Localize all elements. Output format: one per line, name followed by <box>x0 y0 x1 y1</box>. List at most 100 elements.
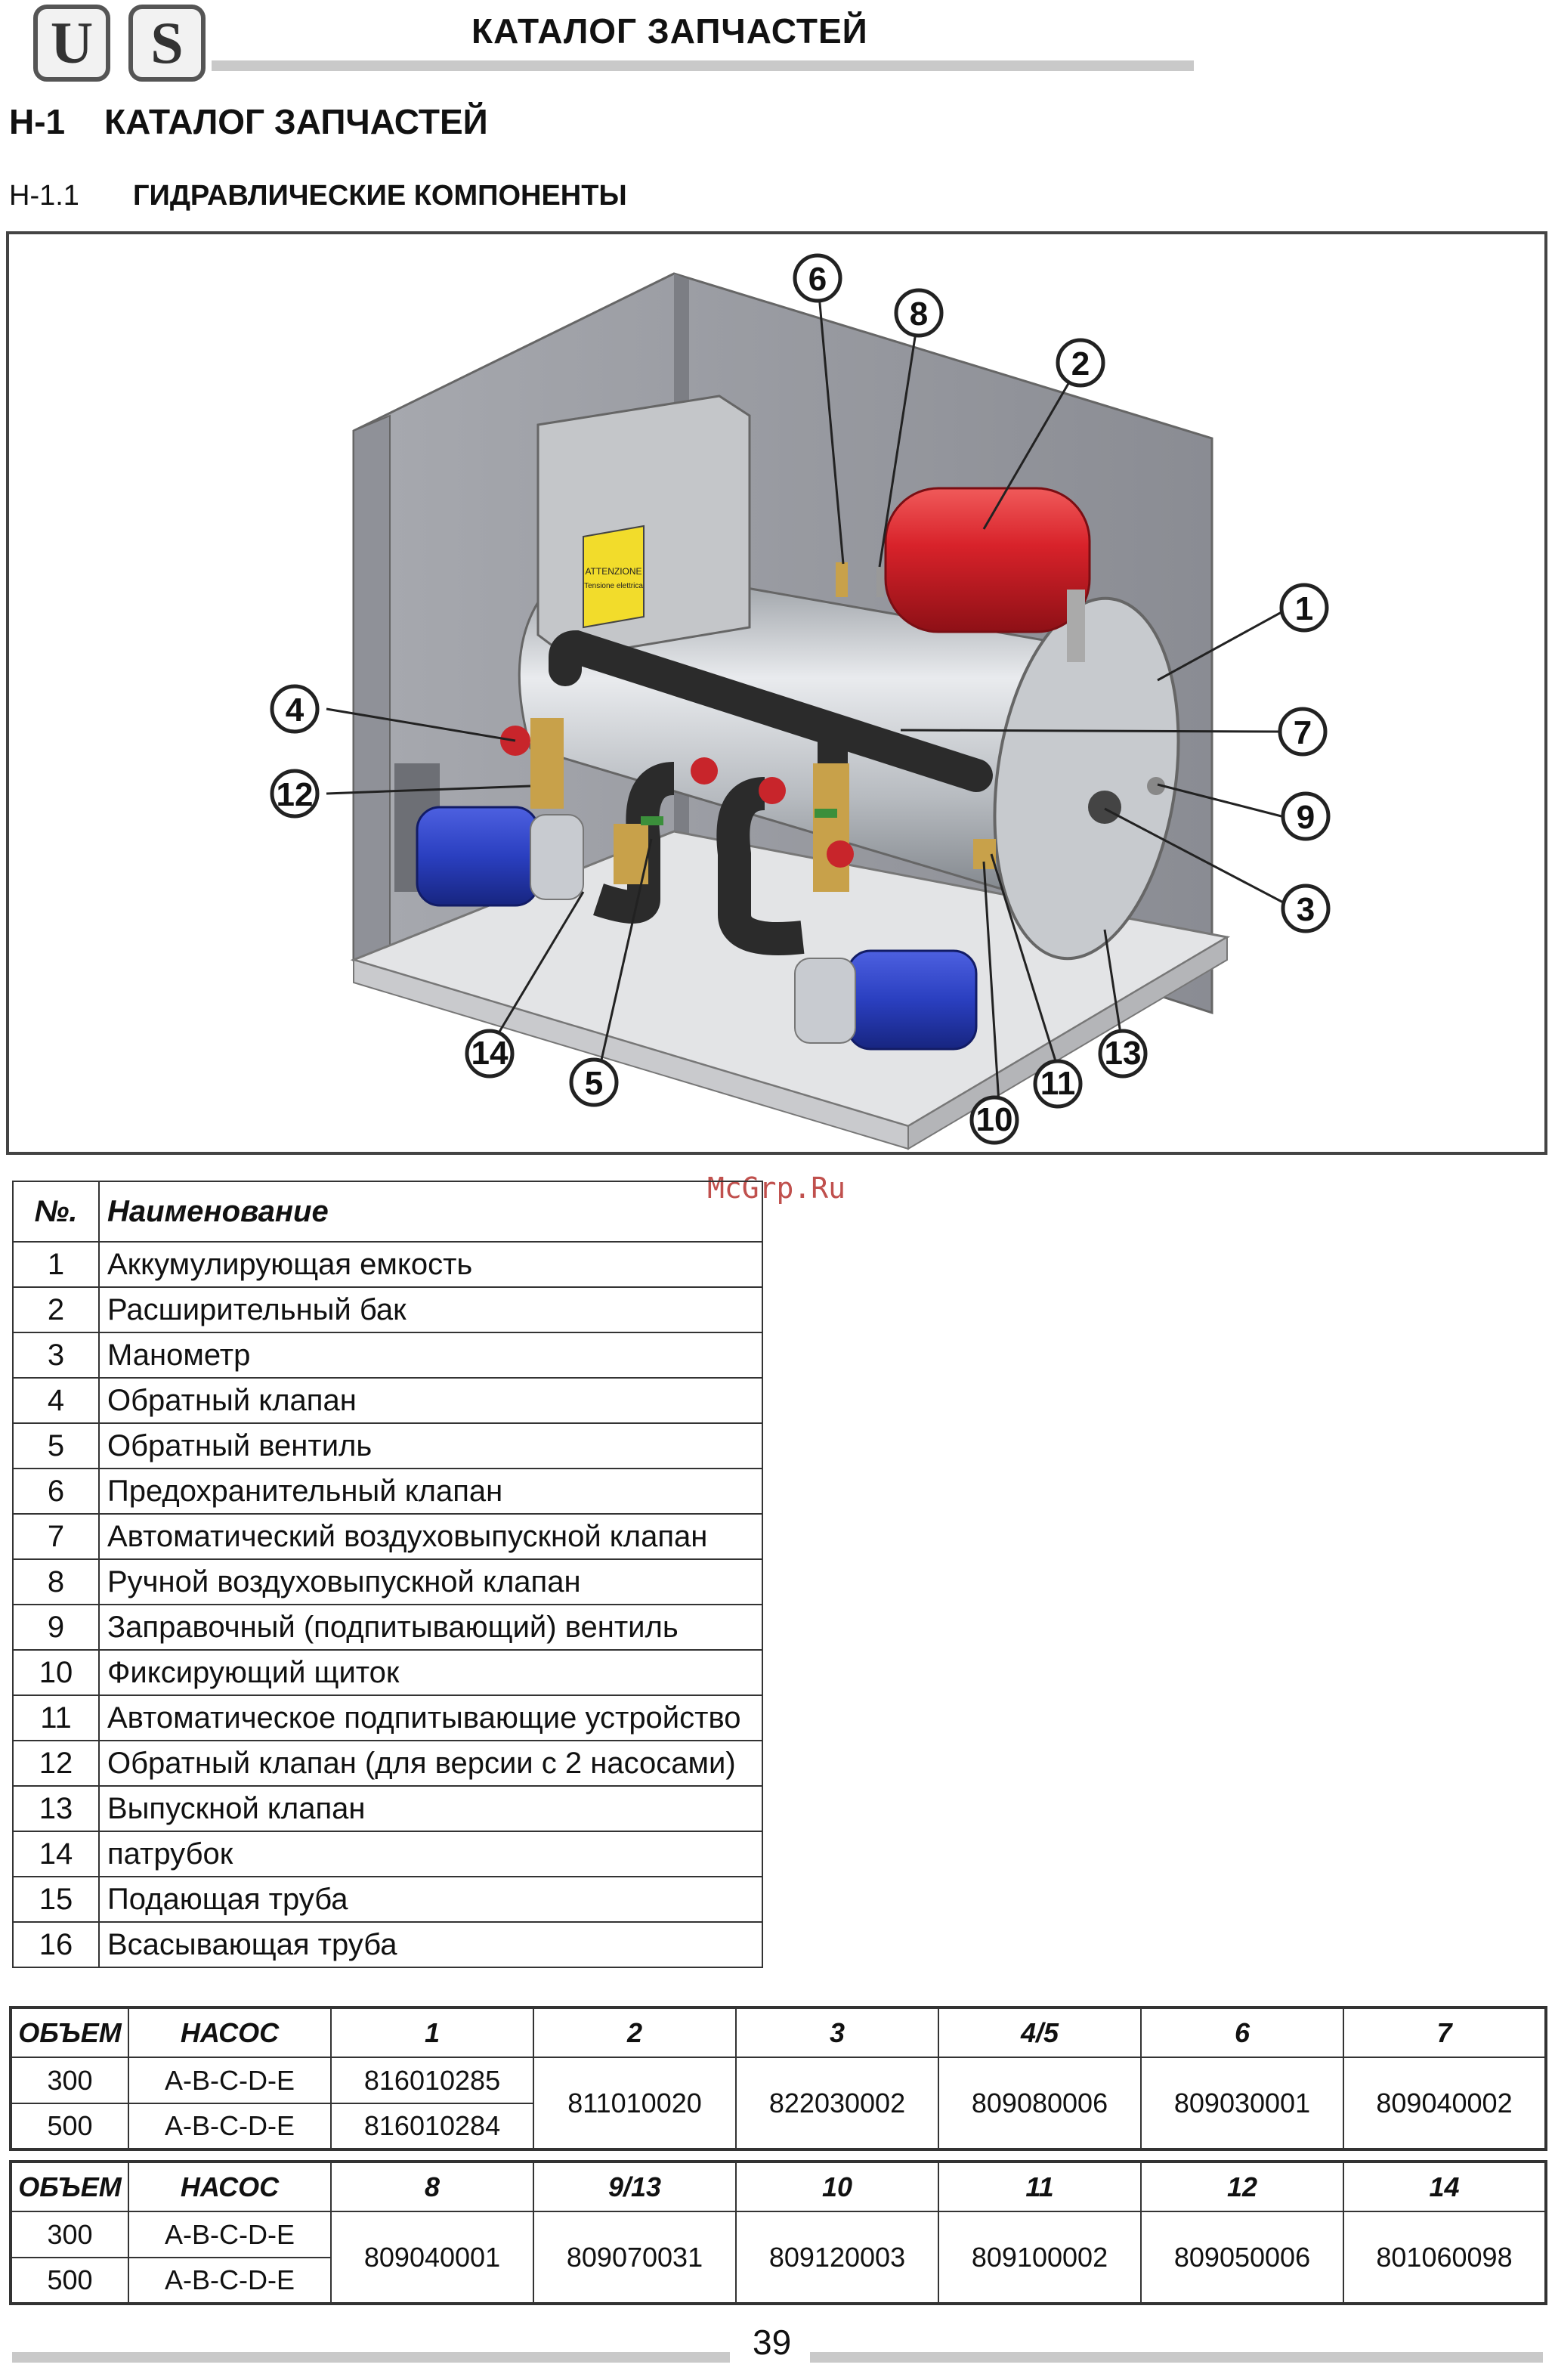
part-name: Обратный клапан <box>98 1377 763 1424</box>
part-name: Всасывающая труба <box>98 1921 763 1968</box>
callout-7-label: 7 <box>1294 714 1312 751</box>
part-name: Обратный клапан (для версии с 2 насосами… <box>98 1740 763 1787</box>
part-number: 12 <box>12 1740 100 1787</box>
callout-13: 13 <box>1098 1029 1148 1079</box>
col-part: 7 <box>1343 2007 1547 2058</box>
logo-letter-u: U <box>50 10 94 76</box>
callout-5-label: 5 <box>585 1065 603 1102</box>
part-number: 3 <box>12 1332 100 1379</box>
logo-badge-u: U <box>33 5 110 82</box>
callout-12: 12 <box>270 769 320 819</box>
callout-11: 11 <box>1033 1059 1083 1109</box>
delivery-pipe <box>549 630 993 792</box>
callout-3: 3 <box>1281 884 1331 933</box>
col-part: 12 <box>1140 2161 1344 2212</box>
brass-fitting-right <box>813 763 849 892</box>
callout-8: 8 <box>894 288 944 338</box>
code-cell: 809030001 <box>1140 2057 1344 2150</box>
callout-10: 10 <box>969 1095 1019 1145</box>
subsection-title: ГИДРАВЛИЧЕСКИЕ КОМПОНЕНТЫ <box>133 180 627 212</box>
check-valve-red-c <box>827 840 854 868</box>
part-number: 15 <box>12 1876 100 1923</box>
warning-label-line-1: ATTENZIONE <box>585 566 641 577</box>
part-number: 5 <box>12 1422 100 1469</box>
callout-4-label: 4 <box>286 692 305 729</box>
part-name: Обратный вентиль <box>98 1422 763 1469</box>
green-ring-b <box>815 809 837 818</box>
pump-head-right <box>794 958 856 1044</box>
header-title: КАТАЛОГ ЗАПЧАСТЕЙ <box>471 11 868 51</box>
part-number: 6 <box>12 1468 100 1515</box>
col-part: 3 <box>735 2007 939 2058</box>
check-valve-red-b <box>759 777 786 804</box>
code-cell: 809120003 <box>735 2211 939 2304</box>
part-name: Аккумулирующая емкость <box>98 1241 763 1288</box>
warning-label-line-2: Tensione elettrica <box>584 582 643 590</box>
part-number: 4 <box>12 1377 100 1424</box>
callout-9-label: 9 <box>1297 799 1315 836</box>
code-cell: 816010285 <box>330 2057 534 2104</box>
code-cell: 809040001 <box>330 2211 534 2304</box>
expansion-tank <box>884 487 1091 633</box>
footer-rule-right <box>810 2352 1543 2363</box>
part-number: 13 <box>12 1785 100 1832</box>
pump-cell: A-B-C-D-E <box>128 2057 332 2104</box>
warning-label <box>583 525 645 629</box>
pump-head-left <box>530 814 584 900</box>
part-number: 11 <box>12 1694 100 1741</box>
col-part: 4/5 <box>938 2007 1142 2058</box>
codes-table-1: ОБЪЕМ НАСОС 1 2 3 4/5 6 7 300 A-B-C-D-E … <box>9 2006 1547 2151</box>
callout-9: 9 <box>1281 791 1331 841</box>
parts-col-num: №. <box>12 1181 100 1243</box>
code-cell: 822030002 <box>735 2057 939 2150</box>
col-part: 8 <box>330 2161 534 2212</box>
logo-letter-s: S <box>150 10 184 76</box>
page-number: 39 <box>753 2323 792 2362</box>
code-cell: 809040002 <box>1343 2057 1547 2150</box>
callout-14: 14 <box>465 1029 515 1079</box>
code-cell: 809050006 <box>1140 2211 1344 2304</box>
col-part: 14 <box>1343 2161 1547 2212</box>
pump-cell: A-B-C-D-E <box>128 2211 332 2258</box>
callout-14-label: 14 <box>471 1035 509 1072</box>
callout-6: 6 <box>793 253 842 303</box>
table-row: 500 A-B-C-D-E 816010284 <box>10 2103 1546 2150</box>
footer-rule-left <box>12 2352 730 2363</box>
pump-cell: A-B-C-D-E <box>128 2103 332 2150</box>
section-number: H-1 <box>9 102 66 141</box>
manual-air-vent <box>876 567 884 597</box>
col-part: 1 <box>330 2007 534 2058</box>
callout-2: 2 <box>1056 338 1105 388</box>
parts-col-name: Наименование <box>98 1181 763 1243</box>
part-number: 8 <box>12 1558 100 1605</box>
subsection-number: H-1.1 <box>9 180 79 212</box>
callout-13-label: 13 <box>1105 1035 1142 1072</box>
part-name: патрубок <box>98 1831 763 1877</box>
callout-4: 4 <box>270 684 320 734</box>
part-name: Подающая труба <box>98 1876 763 1923</box>
callout-10-label: 10 <box>976 1101 1013 1138</box>
part-name: Выпускной клапан <box>98 1785 763 1832</box>
parts-list-header-row: №. Наименование <box>12 1181 763 1243</box>
callout-3-label: 3 <box>1297 891 1315 928</box>
part-name: Предохранительный клапан <box>98 1468 763 1515</box>
callout-2-label: 2 <box>1071 345 1090 382</box>
col-part: 11 <box>938 2161 1142 2212</box>
pump-motor-right <box>846 949 978 1051</box>
part-name: Манометр <box>98 1332 763 1379</box>
hydraulic-components-figure: ATTENZIONE Tensione elettrica <box>6 231 1547 1155</box>
pump-cell: A-B-C-D-E <box>128 2257 332 2304</box>
volume-cell: 500 <box>10 2103 129 2150</box>
